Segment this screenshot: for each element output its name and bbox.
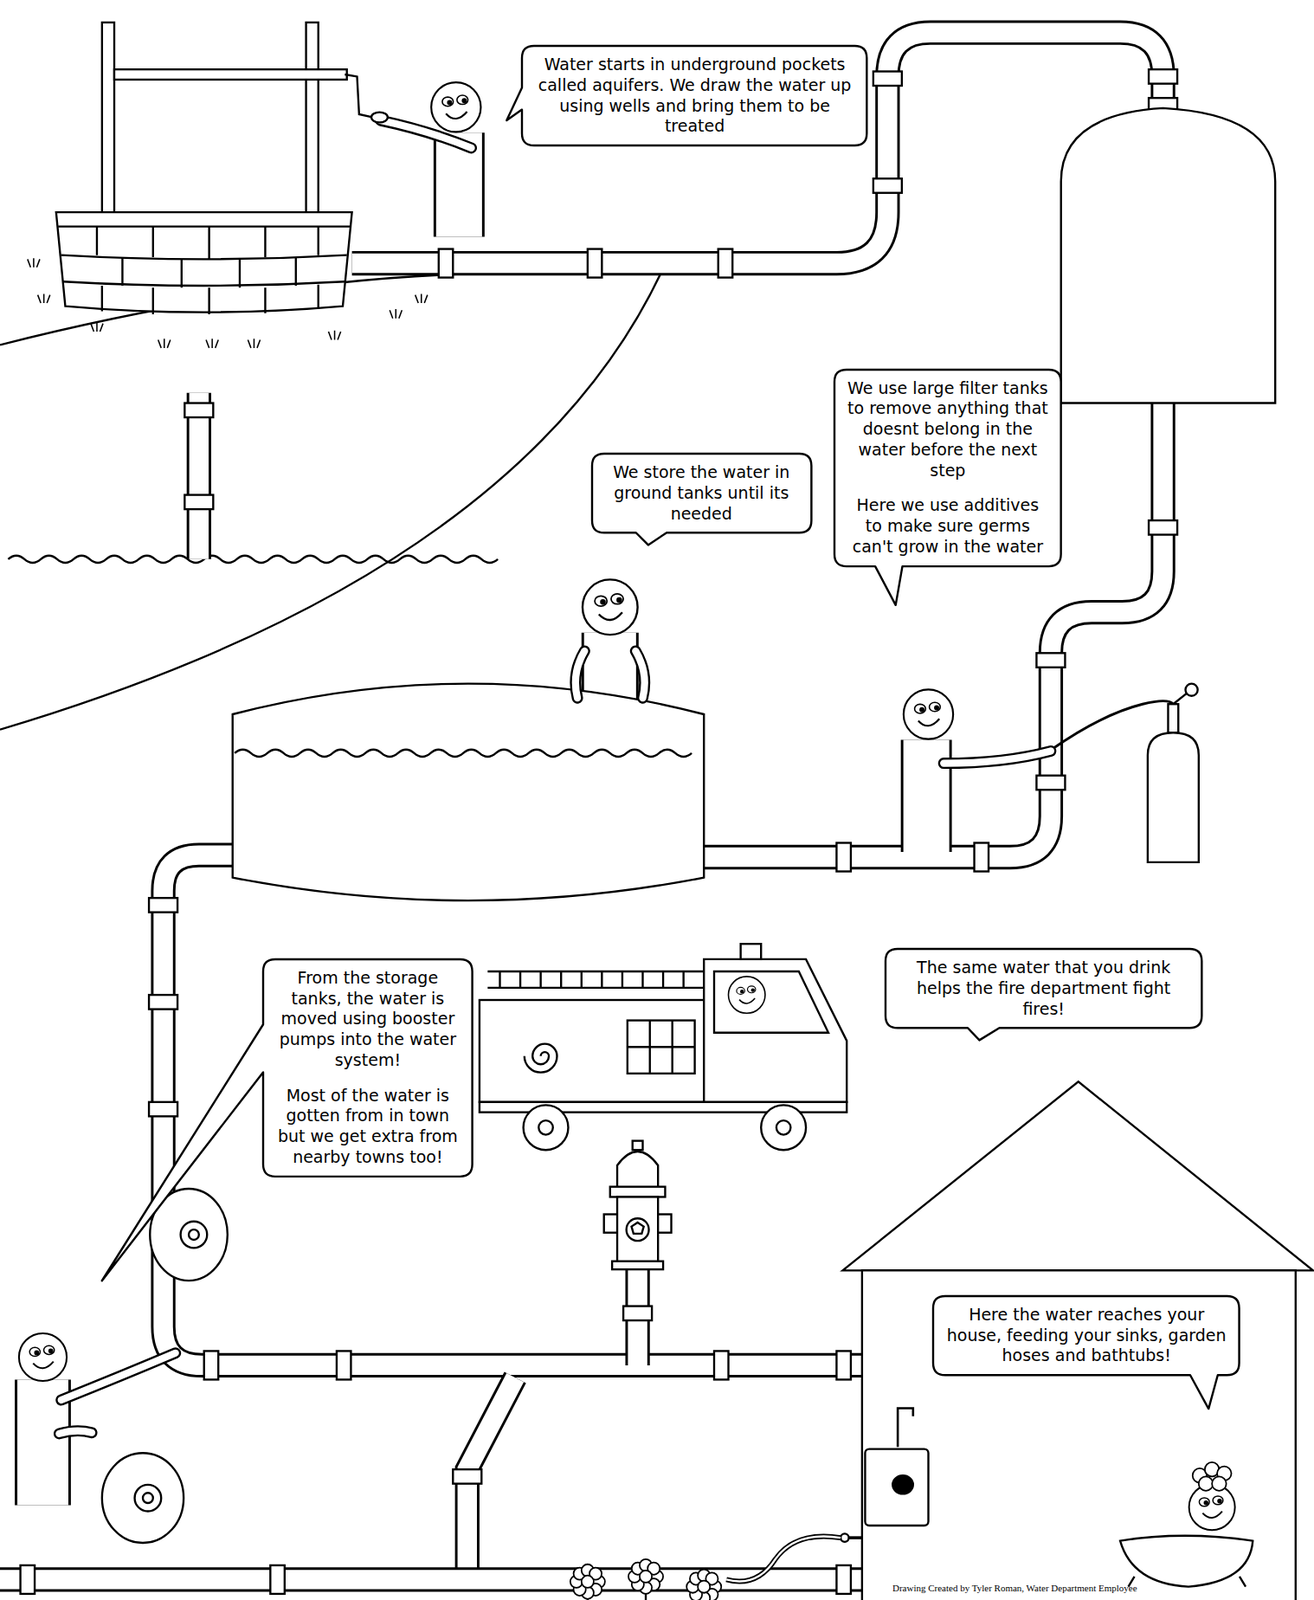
bubble-text: Here the water reaches your house, feedi… [945, 1304, 1228, 1366]
booster-pumps [102, 1188, 228, 1543]
fire-truck [479, 943, 847, 1150]
additive-cylinder [1050, 683, 1199, 863]
fire-hydrant [604, 1140, 672, 1269]
garden-hose-and-flowers [570, 1533, 863, 1600]
bubble-text: Most of the water is gotten from in town… [275, 1085, 461, 1168]
pointing-worker [19, 1333, 176, 1505]
speech-bubble: Here the water reaches your house, feedi… [933, 1295, 1240, 1375]
bubble-text: We use large filter tanks to remove anyt… [846, 378, 1050, 482]
house [842, 1081, 1313, 1600]
speech-bubble: Water starts in underground pockets call… [521, 45, 867, 146]
storage-tank [232, 579, 704, 901]
speech-bubble: We store the water in ground tanks until… [592, 453, 812, 533]
bubble-text: From the storage tanks, the water is mov… [275, 967, 461, 1071]
speech-bubble: From the storage tanks, the water is mov… [263, 959, 473, 1177]
bubble-text: We store the water in ground tanks until… [604, 462, 799, 524]
speech-bubble: We use large filter tanks to remove anyt… [834, 369, 1062, 567]
bubble-text: The same water that you drink helps the … [897, 957, 1190, 1019]
speech-bubble: The same water that you drink helps the … [885, 948, 1202, 1028]
credit-caption: Drawing Created by Tyler Roman, Water De… [892, 1582, 1138, 1593]
well [56, 22, 388, 315]
bubble-text: Here we use additives to make sure germs… [846, 495, 1050, 557]
bubble-text: Water starts in underground pockets call… [534, 54, 855, 137]
filter-tank [1061, 97, 1276, 403]
ground-lines [0, 257, 669, 730]
